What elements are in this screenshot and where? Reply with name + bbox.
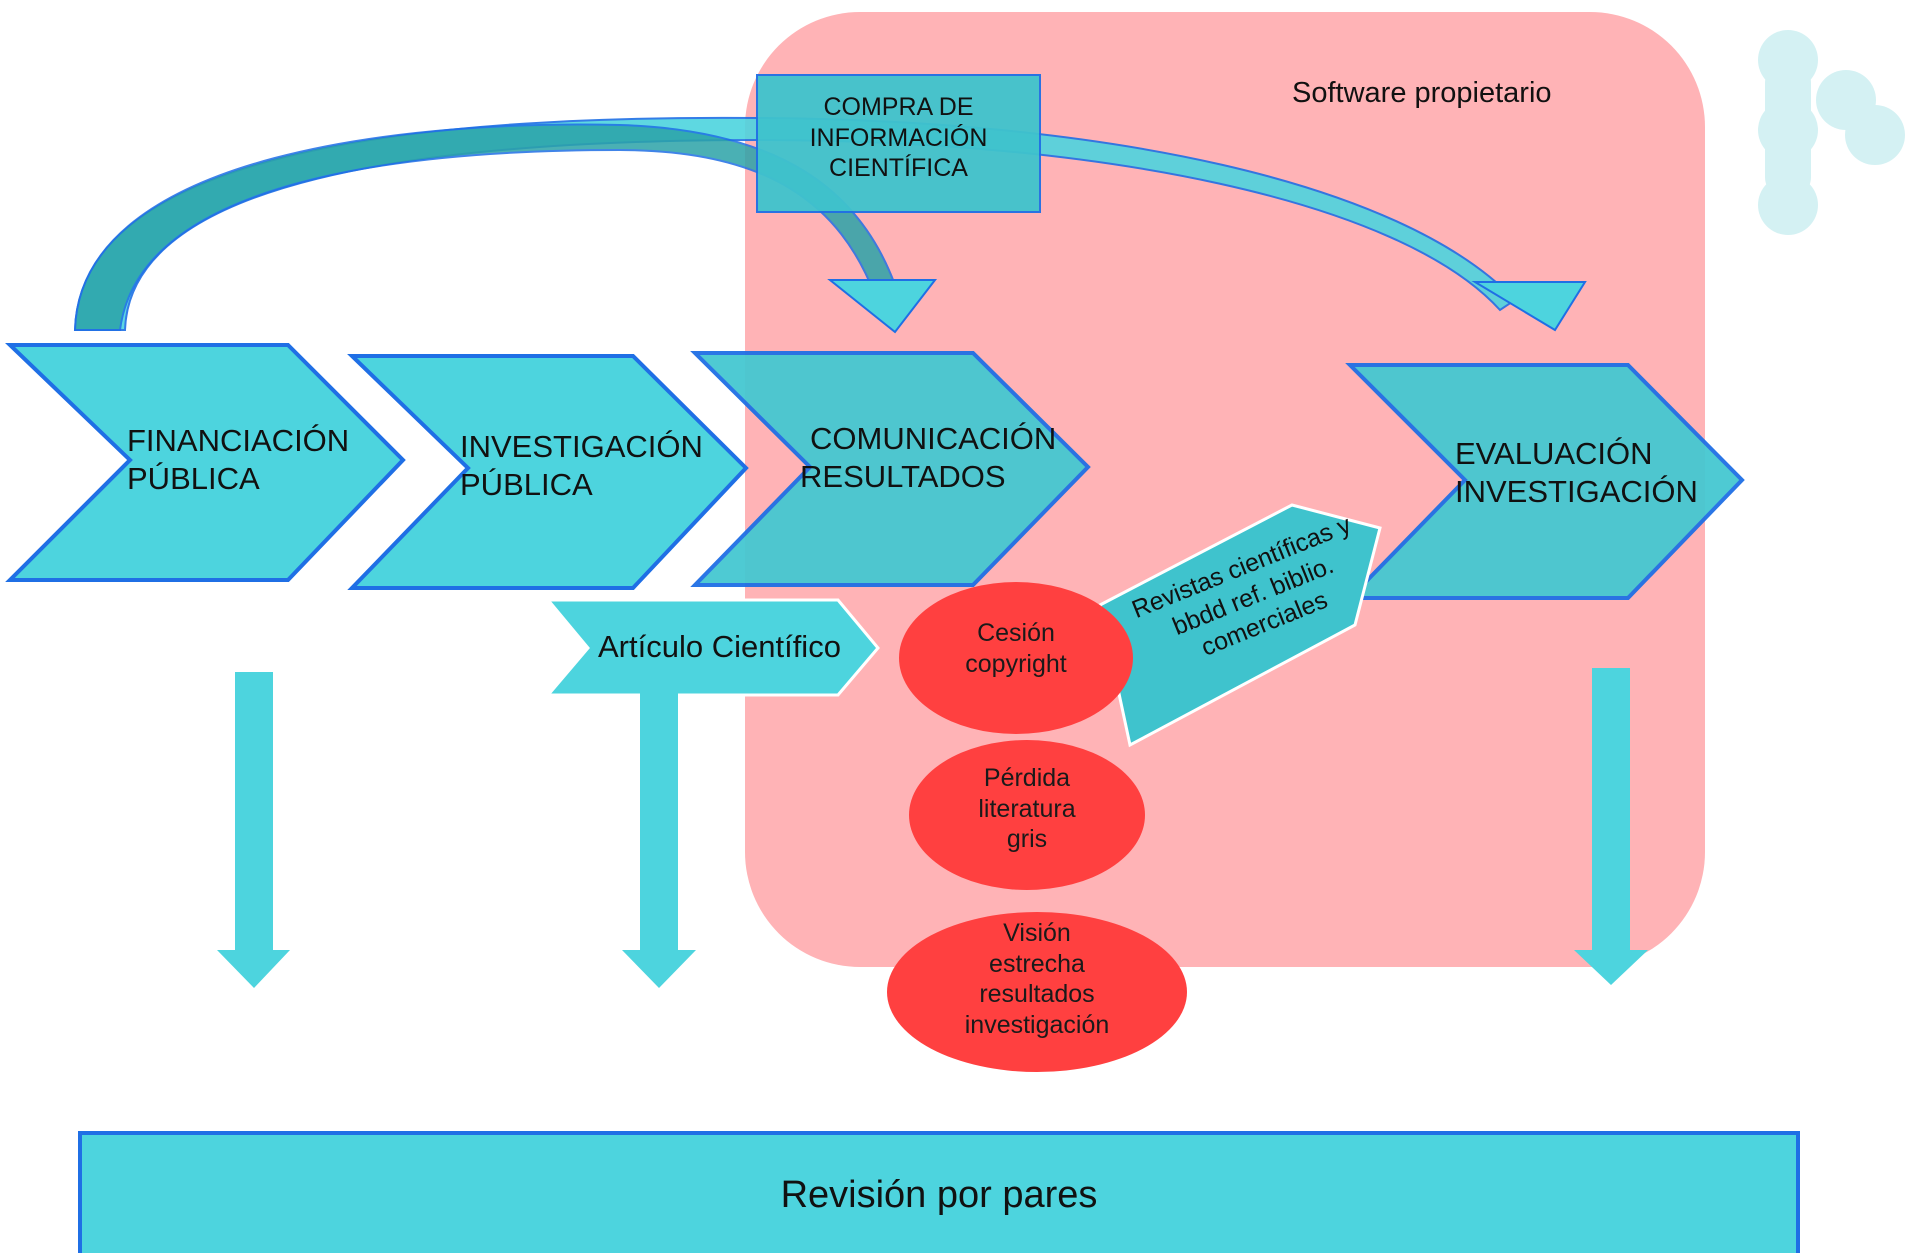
financiacion-label: FINANCIACIÓN PÚBLICA bbox=[127, 423, 350, 496]
perdida-label: Pérdida literatura gris bbox=[978, 764, 1076, 853]
comunicacion-label: COMUNICACIÓN RESULTADOS bbox=[800, 421, 1057, 494]
compra-informacion-label: COMPRA DE INFORMACIÓN CIENTÍFICA bbox=[809, 93, 988, 182]
logo-dots-icon bbox=[1758, 30, 1905, 235]
arrowhead-evaluacion bbox=[1471, 281, 1587, 332]
down-arrow-evaluacion bbox=[1574, 668, 1648, 985]
oval-vision bbox=[887, 912, 1187, 1072]
cesion-label: Cesión copyright bbox=[965, 619, 1067, 678]
revistas-arrow bbox=[1098, 503, 1382, 748]
chevron-financiacion bbox=[5, 343, 406, 582]
software-propietario-label: Software propietario bbox=[1292, 77, 1552, 109]
articulo-cientifico-arrow bbox=[544, 598, 880, 697]
chevron-comunicacion bbox=[690, 351, 1091, 587]
chevron-investigacion bbox=[347, 354, 749, 590]
vision-label: Visión estrecha resultados investigación bbox=[964, 919, 1110, 1039]
compra-informacion-box bbox=[756, 74, 1041, 213]
articulo-cientifico-label: Artículo Científico bbox=[598, 629, 841, 664]
investigacion-label: INVESTIGACIÓN PÚBLICA bbox=[460, 429, 703, 502]
down-arrow-investigacion bbox=[622, 672, 696, 988]
oval-perdida bbox=[909, 740, 1145, 890]
arrowhead-comunicacion bbox=[827, 279, 938, 334]
evaluacion-label: EVALUACIÓN INVESTIGACIÓN bbox=[1455, 436, 1698, 509]
revision-pares-label: Revisión por pares bbox=[780, 1174, 1098, 1216]
down-arrow-financiacion bbox=[217, 672, 290, 988]
oval-cesion bbox=[899, 582, 1133, 734]
revision-pares-bar bbox=[78, 1131, 1800, 1253]
chevron-evaluacion bbox=[1345, 363, 1745, 600]
